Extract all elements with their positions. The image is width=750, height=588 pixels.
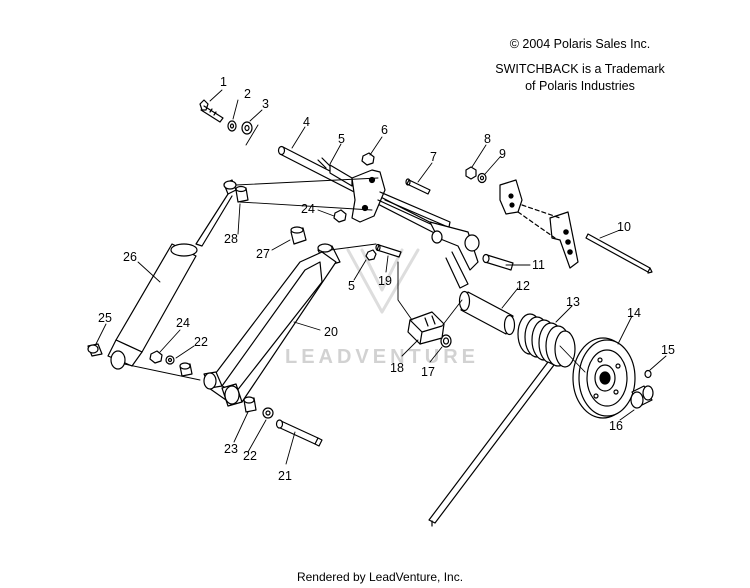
part-15-clip	[644, 369, 652, 379]
callout-22-upper: 22	[194, 335, 208, 349]
trademark-line-2: of Polaris Industries	[525, 79, 635, 93]
part-26-shock	[107, 179, 237, 370]
part-bushing-lower	[179, 362, 193, 377]
callout-21: 21	[278, 469, 292, 483]
part-23-bushing	[243, 396, 257, 413]
rendered-by-credit: Rendered by LeadVenture, Inc.	[296, 570, 464, 584]
part-24-nut-lower	[149, 350, 163, 364]
part-5-pivot-arm	[329, 164, 480, 289]
callout-22-lower: 22	[243, 449, 257, 463]
callout-1: 1	[220, 75, 227, 89]
callout-26: 26	[123, 250, 137, 264]
callout-16: 16	[609, 419, 623, 433]
callout-24-lower: 24	[176, 316, 190, 330]
callout-6: 6	[381, 123, 388, 137]
callout-8: 8	[484, 132, 491, 146]
callout-19: 19	[378, 274, 392, 288]
copyright-notice: © 2004 Polaris Sales Inc.	[509, 37, 651, 51]
watermark: LEADVENTURE	[284, 346, 479, 368]
part-13-torsion-spring	[428, 313, 576, 527]
callout-28: 28	[224, 232, 238, 246]
part-11-sleeve	[482, 253, 514, 271]
callout-11: 11	[532, 258, 545, 272]
callout-10: 10	[617, 220, 631, 234]
leader-lines	[95, 89, 667, 465]
trademark-line-1: SWITCHBACK is a Trademark	[495, 62, 665, 76]
callout-23: 23	[224, 442, 238, 456]
part-10-long-bolt	[585, 233, 653, 274]
part-5-nut	[365, 249, 377, 261]
callout-5-lower: 5	[348, 279, 355, 293]
part-24-nut-upper	[333, 209, 347, 223]
part-1-bolt	[199, 99, 224, 123]
part-19-pin	[375, 243, 402, 258]
callout-15: 15	[661, 343, 675, 357]
part-22-washer-upper	[165, 355, 175, 365]
callout-20: 20	[324, 325, 338, 339]
assembly-guide-lines	[123, 124, 586, 381]
part-27-bushing	[290, 226, 307, 245]
part-6-nut	[361, 152, 375, 166]
callout-2: 2	[244, 87, 251, 101]
callout-9: 9	[499, 147, 506, 161]
callout-14: 14	[627, 306, 641, 320]
part-3-washer	[241, 121, 253, 135]
callout-12: 12	[516, 279, 530, 293]
callout-24-upper: 24	[301, 202, 315, 216]
callout-17: 17	[421, 365, 435, 379]
part-bracket-plate	[499, 179, 579, 269]
part-25-bushing	[87, 343, 103, 357]
part-2-washer	[227, 120, 237, 132]
part-18-block	[407, 311, 445, 345]
part-12-spacer-tube	[458, 290, 516, 336]
part-9-washer	[477, 172, 487, 184]
part-8-nut	[465, 166, 477, 180]
part-16-hub-cap	[630, 385, 654, 409]
part-20-control-arm	[203, 243, 341, 407]
callout-13: 13	[566, 295, 580, 309]
callout-3: 3	[262, 97, 269, 111]
part-28-bushing	[235, 185, 249, 203]
part-17-washer	[440, 334, 452, 348]
callout-5-upper: 5	[338, 132, 345, 146]
callout-27: 27	[256, 247, 270, 261]
callout-labels: 1 2 3 4 5 5 6 7 8 9 10 11 12 13 14 15 16…	[98, 75, 675, 483]
part-7-pin	[405, 178, 431, 195]
callout-7: 7	[430, 150, 437, 164]
callout-18: 18	[390, 361, 404, 375]
callout-25: 25	[98, 311, 112, 325]
part-21-bolt	[275, 419, 323, 447]
part-14-idler-wheel	[572, 337, 636, 419]
callout-4: 4	[303, 115, 310, 129]
part-22-washer-lower	[262, 407, 274, 419]
